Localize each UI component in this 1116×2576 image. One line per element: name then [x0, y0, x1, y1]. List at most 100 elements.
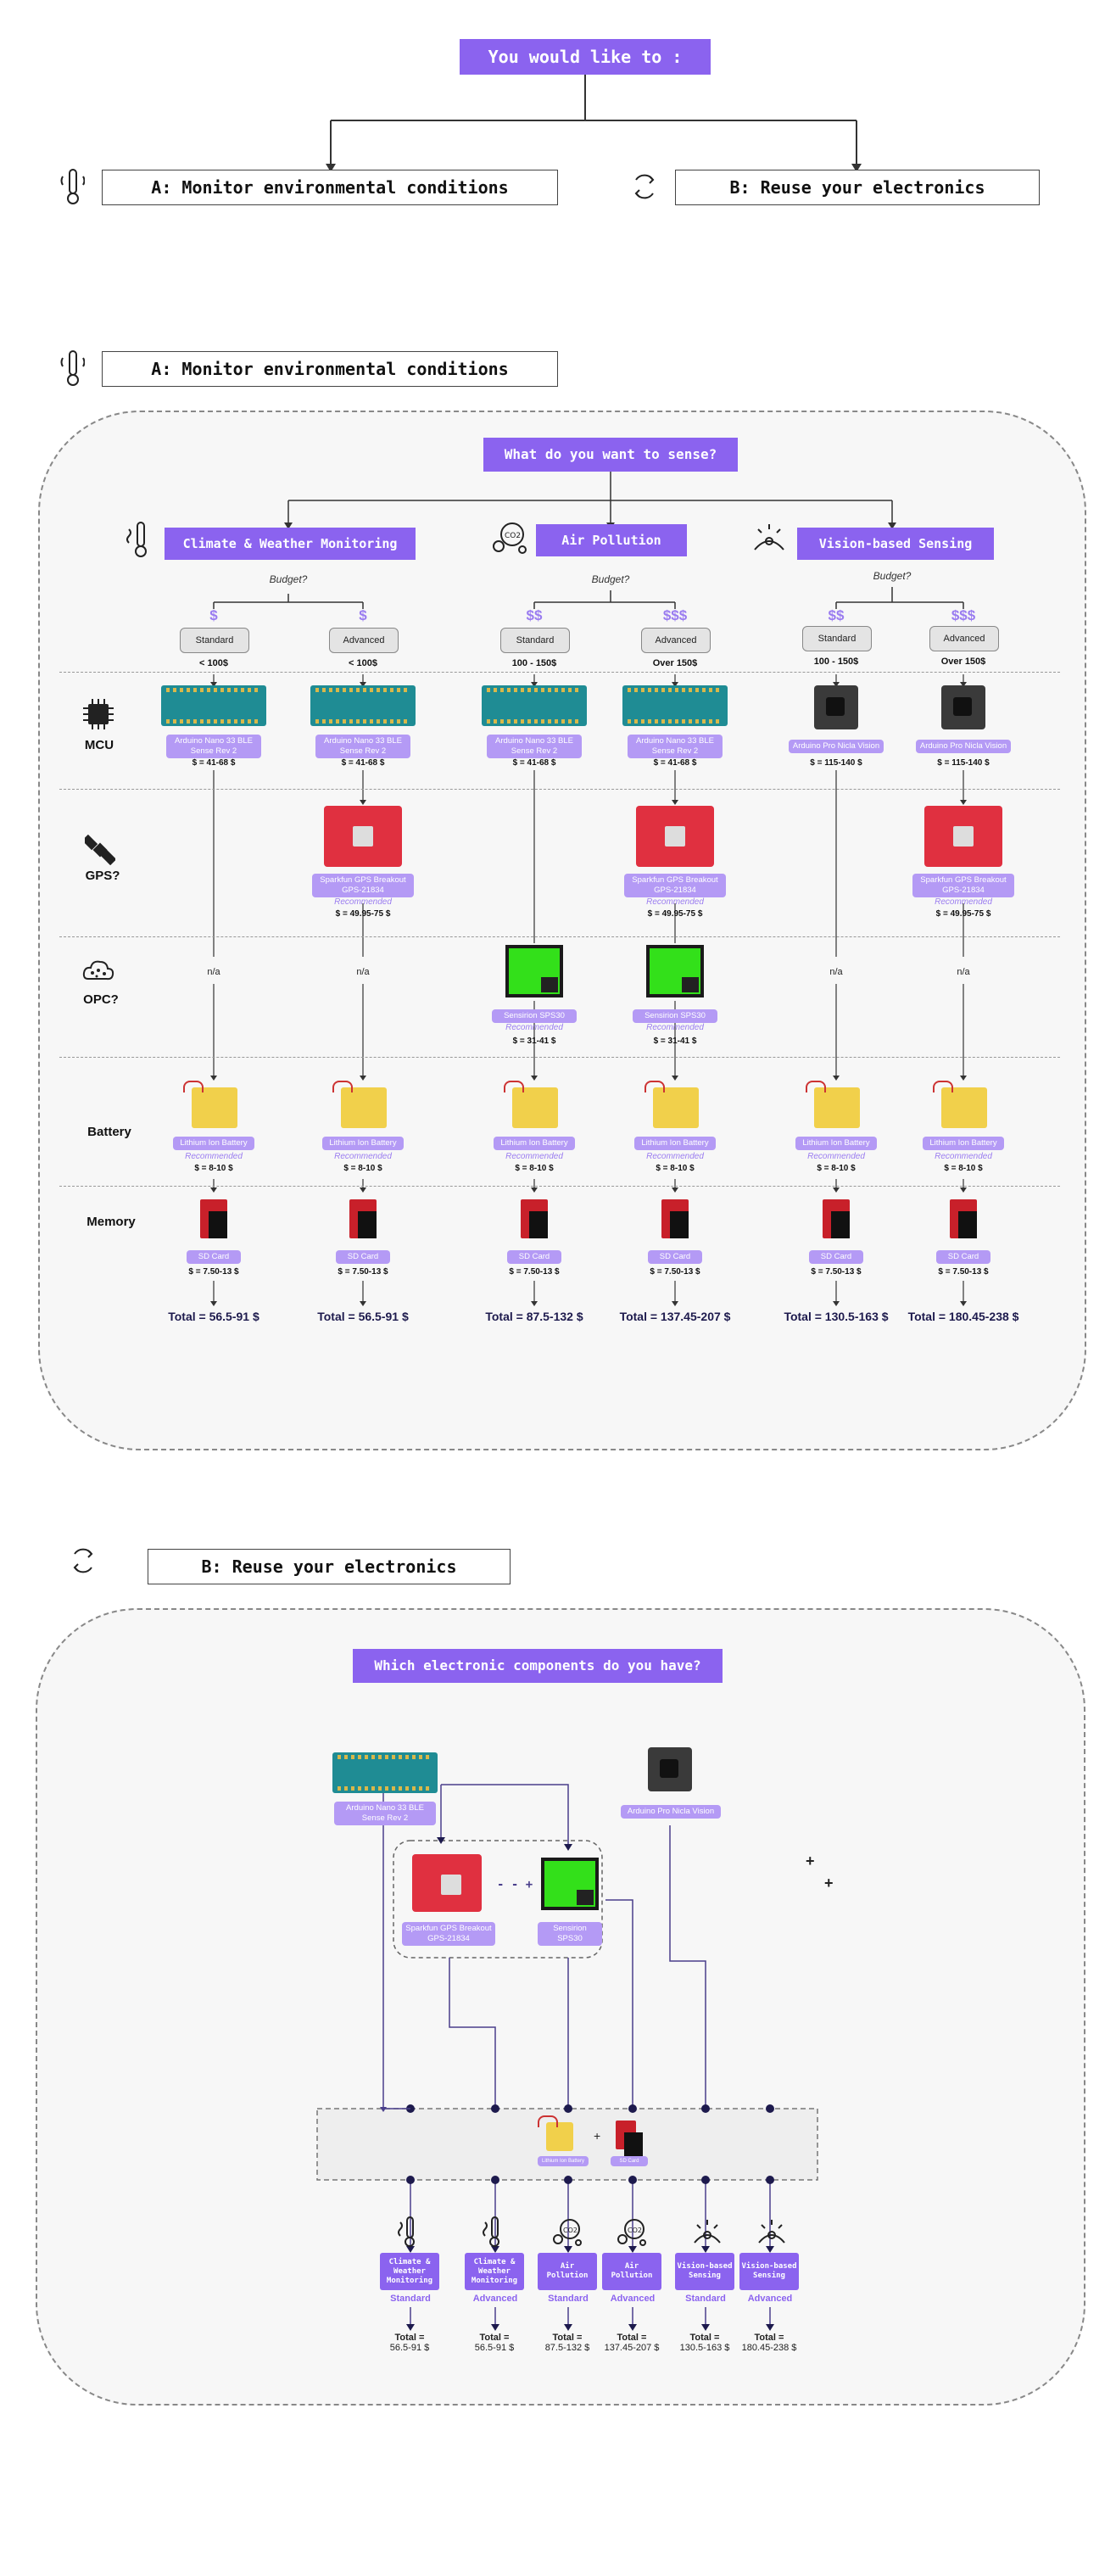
battery-image — [806, 1081, 860, 1128]
outcome-total-label: Total = — [689, 2333, 720, 2343]
b-nano-label: Arduino Nano 33 BLE Sense Rev 2 — [334, 1802, 436, 1825]
outcome-climate-standard[interactable]: Climate & Weather Monitoring — [380, 2253, 439, 2290]
top-connectors — [326, 75, 862, 172]
opc-cost-col3: $ = 31-41 $ — [512, 1037, 556, 1046]
dollar-col3: $$ — [526, 607, 543, 623]
outcome-vision-advanced[interactable]: Vision-based Sensing — [739, 2253, 799, 2290]
battery-cost-col3: $ = 8-10 $ — [515, 1164, 554, 1173]
category-climate[interactable]: Climate & Weather Monitoring — [165, 528, 416, 560]
sd-card-image — [661, 1199, 689, 1238]
opc-sensor-image — [646, 945, 704, 997]
opc-recommended-col4: Recommended — [646, 1023, 704, 1032]
tier-col1[interactable]: Standard — [180, 628, 249, 653]
battery-image — [332, 1081, 387, 1128]
range-col2: < 100$ — [349, 658, 377, 668]
row-label-memory: Memory — [86, 1215, 136, 1229]
row-separator — [59, 789, 1060, 790]
opc-na-col1: n/a — [207, 967, 220, 977]
category-air-pollution[interactable]: Air Pollution — [536, 524, 687, 556]
option-b-box[interactable]: B: Reuse your electronics — [675, 170, 1040, 205]
outcome-total-value: 56.5-91 $ — [474, 2343, 515, 2353]
option-a-box[interactable]: A: Monitor environmental conditions — [102, 170, 558, 205]
thermometer-icon — [59, 168, 86, 210]
outcome-total: Total =56.5-91 $ — [371, 2333, 448, 2353]
mcu-cost-col1: $ = 41-68 $ — [192, 758, 236, 768]
opc-na-col5: n/a — [829, 967, 843, 977]
total-col5: Total = 130.5-163 $ — [784, 1310, 889, 1323]
mcu-label-col1: Arduino Nano 33 BLE Sense Rev 2 — [166, 735, 261, 758]
gps-board-image — [324, 806, 402, 867]
mcu-label-col4: Arduino Nano 33 BLE Sense Rev 2 — [628, 735, 723, 758]
svg-text:CO2: CO2 — [505, 532, 521, 540]
thermometer-icon — [482, 2216, 507, 2254]
opc-recommended-col3: Recommended — [505, 1023, 563, 1032]
battery-label-col6: Lithium Ion Battery — [923, 1137, 1004, 1150]
tier-col4[interactable]: Advanced — [641, 628, 711, 653]
co2-icon: CO2 — [616, 2216, 650, 2254]
sd-card-image — [349, 1199, 377, 1238]
battery-recommended-col1: Recommended — [185, 1152, 243, 1161]
outcome-total: Total =137.45-207 $ — [594, 2333, 670, 2353]
sd-label-col3: SD Card — [507, 1250, 561, 1264]
plus-mark: + — [806, 1852, 815, 1869]
sd-cost-col3: $ = 7.50-13 $ — [509, 1267, 560, 1277]
budget-label-vision: Budget? — [873, 570, 912, 582]
outcome-tier: Standard — [390, 2294, 431, 2304]
mcu-cost-col6: $ = 115-140 $ — [937, 758, 990, 768]
battery-image — [644, 1081, 699, 1128]
outcome-total-label: Total = — [754, 2333, 784, 2343]
opc-sensor-image — [505, 945, 563, 997]
svg-text:CO2: CO2 — [563, 2227, 578, 2234]
row-separator — [59, 1186, 1060, 1187]
tier-col6[interactable]: Advanced — [929, 626, 999, 651]
outcome-air-advanced[interactable]: Air Pollution — [602, 2253, 661, 2290]
range-col3: 100 - 150$ — [511, 658, 557, 668]
range-col4: Over 150$ — [652, 658, 698, 668]
total-col2: Total = 56.5-91 $ — [317, 1310, 409, 1323]
budget-label-air: Budget? — [591, 573, 630, 585]
battery-label-col4: Lithium Ion Battery — [634, 1137, 716, 1150]
components-question: Which electronic components do you have? — [353, 1649, 723, 1683]
sd-cost-col1: $ = 7.50-13 $ — [188, 1267, 239, 1277]
tier-col3[interactable]: Standard — [500, 628, 570, 653]
recycle-icon — [629, 171, 660, 206]
total-col1: Total = 56.5-91 $ — [168, 1310, 259, 1323]
co2-icon: CO2 — [490, 519, 529, 561]
battery-image — [504, 1081, 558, 1128]
outcome-total-value: 137.45-207 $ — [604, 2343, 660, 2353]
nano-board-image — [622, 685, 728, 726]
opc-na-col6: n/a — [957, 967, 970, 977]
outcome-tier: Advanced — [747, 2294, 793, 2304]
b-opc-label: Sensirion SPS30 — [538, 1922, 602, 1946]
gps-cost-col2: $ = 49.95-75 $ — [335, 909, 391, 919]
sd-cost-col2: $ = 7.50-13 $ — [338, 1267, 388, 1277]
dollar-col4: $$$ — [662, 607, 688, 623]
outcome-tier: Advanced — [610, 2294, 656, 2304]
outcome-total-value: 87.5-132 $ — [544, 2343, 590, 2353]
opc-label-col3: Sensirion SPS30 — [492, 1009, 577, 1023]
vision-icon — [690, 2217, 724, 2252]
section-b-header: B: Reuse your electronics — [148, 1549, 511, 1584]
outcome-air-standard[interactable]: Air Pollution — [538, 2253, 597, 2290]
battery-cost-col5: $ = 8-10 $ — [817, 1164, 856, 1173]
plus-mark: + — [594, 2129, 601, 2143]
outcome-vision-standard[interactable]: Vision-based Sensing — [675, 2253, 734, 2290]
battery-image — [933, 1081, 987, 1128]
tier-col5[interactable]: Standard — [802, 626, 872, 651]
battery-label-col5: Lithium Ion Battery — [795, 1137, 877, 1150]
tier-col2[interactable]: Advanced — [329, 628, 399, 653]
dollar-col1: $ — [209, 607, 218, 623]
section-a-connectors — [210, 472, 967, 1306]
mcu-label-col5: Arduino Pro Nicla Vision — [789, 740, 884, 753]
outcome-climate-advanced[interactable]: Climate & Weather Monitoring — [465, 2253, 524, 2290]
total-col4: Total = 137.45-207 $ — [619, 1310, 731, 1323]
b-sd-label: SD Card — [611, 2156, 648, 2166]
gps-board-image — [924, 806, 1002, 867]
opc-label-col4: Sensirion SPS30 — [633, 1009, 717, 1023]
gps-label-col6: Sparkfun GPS Breakout GPS-21834 — [912, 874, 1014, 897]
category-vision[interactable]: Vision-based Sensing — [797, 528, 994, 560]
battery-cost-col6: $ = 8-10 $ — [944, 1164, 983, 1173]
thermometer-icon — [126, 521, 154, 562]
chip-icon — [81, 697, 115, 735]
sd-card-image — [950, 1199, 977, 1238]
